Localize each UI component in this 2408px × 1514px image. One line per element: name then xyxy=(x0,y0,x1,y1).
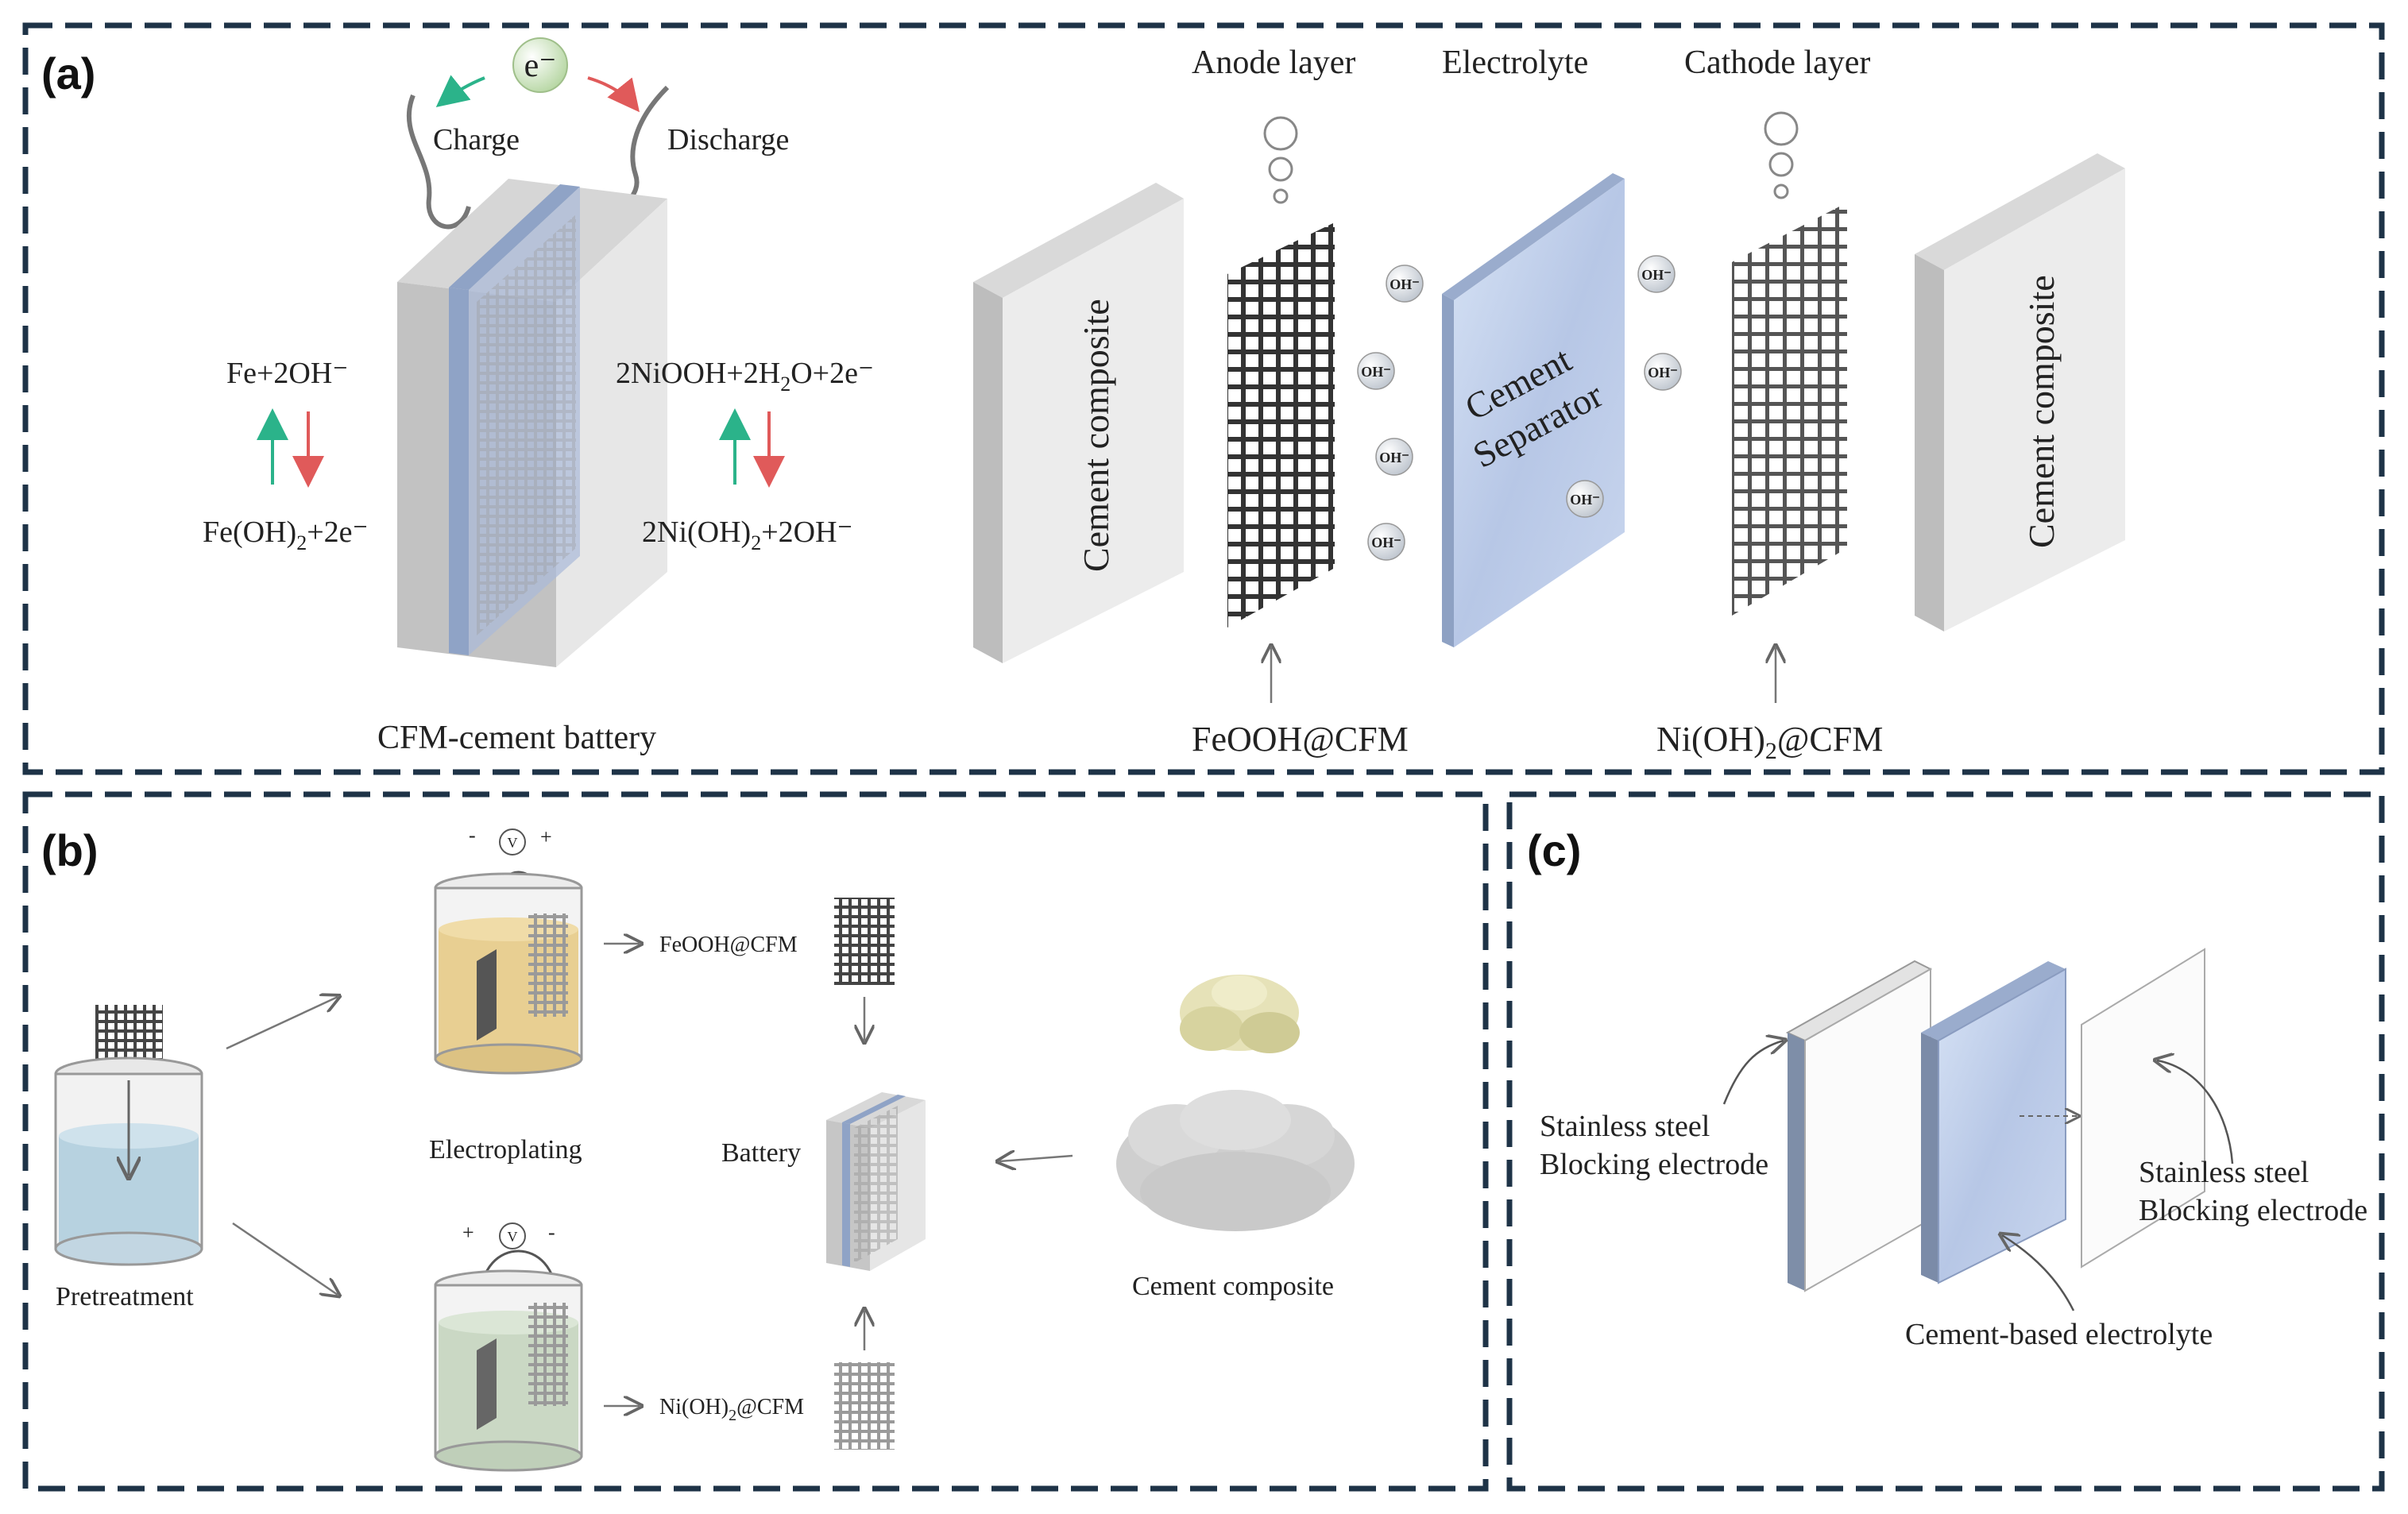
panel-b-frame xyxy=(22,791,1489,1492)
svg-text:OH⁻: OH⁻ xyxy=(1371,535,1401,550)
ion-a1: OH⁻ xyxy=(1386,265,1424,303)
svg-text:+: + xyxy=(540,825,552,848)
panel-a-frame xyxy=(22,22,2385,775)
cement-powder-pile xyxy=(1116,1090,1355,1231)
svg-text:OH⁻: OH⁻ xyxy=(1641,267,1672,283)
right-equation-bottom: 2Ni(OH)2+2OH⁻ xyxy=(642,516,853,554)
svg-text:OH⁻: OH⁻ xyxy=(1648,365,1678,380)
cathode-layer-heading: Cathode layer xyxy=(1684,44,1870,81)
right-blocking-electrode xyxy=(2081,948,2205,1269)
battery-label: Battery xyxy=(721,1138,801,1168)
anode-bubbles xyxy=(1263,116,1298,204)
left-electrode-label-2: Blocking electrode xyxy=(1540,1148,1768,1181)
cathode-caption: Ni(OH)2@CFM xyxy=(1656,720,1883,764)
electrolyte-leader xyxy=(2002,1235,2075,1311)
left-equation-top: Fe+2OH⁻ xyxy=(226,357,348,390)
cement-composite-b-label: Cement composite xyxy=(1132,1272,1334,1301)
ion-c2: OH⁻ xyxy=(1644,353,1682,391)
ni-electroplating-beaker: V + - xyxy=(434,1221,583,1472)
discharge-label: Discharge xyxy=(667,123,789,156)
svg-text:+: + xyxy=(462,1221,474,1244)
arrow-to-fe-plating xyxy=(226,997,338,1050)
electrolyte-heading: Electrolyte xyxy=(1442,44,1588,81)
pretreatment-beaker xyxy=(54,1005,203,1266)
arrow-cement-to-battery xyxy=(999,1156,1073,1161)
arrow-to-ni-plating xyxy=(232,1222,338,1295)
discharge-arrow xyxy=(587,76,640,113)
nioh-mesh xyxy=(834,1362,895,1450)
cement-separator xyxy=(1442,173,1625,647)
battery-caption: CFM-cement battery xyxy=(377,720,656,756)
charge-label: Charge xyxy=(433,123,520,156)
cement-composite-right-label: Cement composite xyxy=(2021,275,2062,548)
panel-c-frame xyxy=(1506,791,2385,1492)
battery-block-small xyxy=(826,1092,926,1271)
anode-mesh xyxy=(1227,222,1335,628)
svg-text:V: V xyxy=(508,835,518,851)
anode-caption: FeOOH@CFM xyxy=(1192,720,1409,759)
left-electrode-label-1: Stainless steel xyxy=(1540,1110,1710,1143)
svg-text:e⁻: e⁻ xyxy=(524,48,557,84)
cement-composite-right xyxy=(1915,153,2125,631)
cement-based-electrolyte-plate xyxy=(1921,961,2066,1284)
svg-text:-: - xyxy=(548,1221,555,1244)
fiber-tuft xyxy=(1180,975,1300,1053)
electron-badge: e⁻ xyxy=(512,37,568,93)
right-electrode-leader xyxy=(2157,1060,2234,1164)
left-electrode-leader xyxy=(1722,1041,1784,1105)
svg-text:OH⁻: OH⁻ xyxy=(1390,276,1420,292)
svg-text:-: - xyxy=(469,824,476,847)
nioh-label: Ni(OH)2@CFM xyxy=(659,1395,804,1424)
panel-c-label: (c) xyxy=(1527,825,1581,875)
right-electrode-label-2: Blocking electrode xyxy=(2139,1194,2367,1227)
charge-arrow xyxy=(435,75,485,107)
ion-a4: OH⁻ xyxy=(1367,523,1405,561)
ion-a3: OH⁻ xyxy=(1375,438,1413,476)
left-blocking-electrode xyxy=(1785,960,1933,1292)
svg-text:OH⁻: OH⁻ xyxy=(1570,492,1600,508)
cathode-mesh xyxy=(1732,203,1847,616)
cathode-bubbles xyxy=(1764,111,1799,199)
ion-c1: OH⁻ xyxy=(1637,255,1676,293)
panel-a-label: (a) xyxy=(41,48,95,98)
electroplating-label: Electroplating xyxy=(429,1135,582,1164)
right-electrode-label-1: Stainless steel xyxy=(2139,1156,2309,1189)
right-equation-top: 2NiOOH+2H2O+2e⁻ xyxy=(616,357,874,396)
electrolyte-label: Cement-based electrolyte xyxy=(1905,1318,2213,1351)
svg-text:V: V xyxy=(508,1229,518,1245)
ion-a2: OH⁻ xyxy=(1357,352,1395,390)
panel-b-label: (b) xyxy=(41,825,99,875)
pretreatment-label: Pretreatment xyxy=(56,1282,194,1311)
cement-composite-left xyxy=(973,183,1184,663)
cfm-cement-battery xyxy=(397,179,667,667)
feooh-label: FeOOH@CFM xyxy=(659,933,798,957)
anode-layer-heading: Anode layer xyxy=(1192,44,1355,81)
left-equation-bottom: Fe(OH)2+2e⁻ xyxy=(203,516,369,554)
fe-electroplating-beaker: V - + xyxy=(434,824,583,1075)
ion-sep: OH⁻ xyxy=(1566,480,1604,518)
feooh-mesh xyxy=(834,898,895,985)
svg-text:OH⁻: OH⁻ xyxy=(1361,364,1391,380)
svg-text:OH⁻: OH⁻ xyxy=(1379,450,1409,465)
wire-left xyxy=(406,94,471,230)
cement-composite-left-label: Cement composite xyxy=(1076,299,1116,572)
